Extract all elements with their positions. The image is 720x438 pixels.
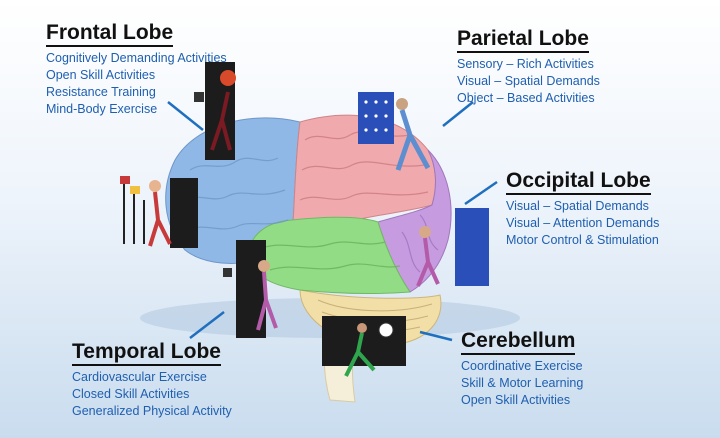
parietal-item: Visual – Spatial Demands (457, 74, 600, 88)
parietal-activity-figure (358, 92, 431, 171)
cerebellum-item: Coordinative Exercise (461, 359, 583, 373)
parietal-connector (442, 101, 474, 127)
cerebellum-item: Skill & Motor Learning (461, 376, 584, 390)
parietal-item: Sensory – Rich Activities (457, 57, 594, 71)
cerebellum-activity-figure (322, 316, 406, 377)
left-activity-figure (120, 176, 198, 248)
cerebellum-title: Cerebellum (461, 330, 576, 355)
occipital-connector (464, 180, 498, 206)
cerebellum-item: Open Skill Activities (461, 393, 571, 407)
temporal-item: Closed Skill Activities (72, 387, 190, 401)
frontal-item: Cognitively Demanding Activities (46, 51, 227, 65)
temporal-gyri (261, 241, 401, 271)
parietal-lobe-title: Parietal Lobe (457, 28, 589, 53)
temporal-activity-figure (223, 240, 278, 338)
cerebellum-connector (419, 330, 453, 342)
parietal-lobe-label: Parietal Lobe Sensory – Rich Activities … (457, 28, 600, 107)
frontal-lobe-label: Frontal Lobe Cognitively Demanding Activ… (46, 22, 227, 118)
occipital-lobe-label: Occipital Lobe Visual – Spatial Demands … (506, 170, 659, 249)
frontal-item: Open Skill Activities (46, 68, 156, 82)
frontal-activity-figure (194, 62, 236, 160)
parietal-item: Object – Based Activities (457, 91, 595, 105)
frontal-lobe-title: Frontal Lobe (46, 22, 174, 47)
temporal-item: Generalized Physical Activity (72, 404, 232, 418)
occipital-item: Visual – Attention Demands (506, 216, 660, 230)
occipital-item: Motor Control & Stimulation (506, 233, 659, 247)
temporal-connector (189, 311, 225, 339)
occipital-item: Visual – Spatial Demands (506, 199, 649, 213)
temporal-lobe-title: Temporal Lobe (72, 341, 221, 366)
temporal-lobe-label: Temporal Lobe Cardiovascular Exercise Cl… (72, 341, 232, 420)
frontal-connector (167, 101, 204, 131)
occipital-activity-figure (416, 208, 489, 287)
frontal-item: Resistance Training (46, 85, 156, 99)
temporal-item: Cardiovascular Exercise (72, 370, 207, 384)
cerebellum-label: Cerebellum Coordinative Exercise Skill &… (461, 330, 583, 409)
occipital-lobe-title: Occipital Lobe (506, 170, 651, 195)
frontal-item: Mind-Body Exercise (46, 102, 158, 116)
